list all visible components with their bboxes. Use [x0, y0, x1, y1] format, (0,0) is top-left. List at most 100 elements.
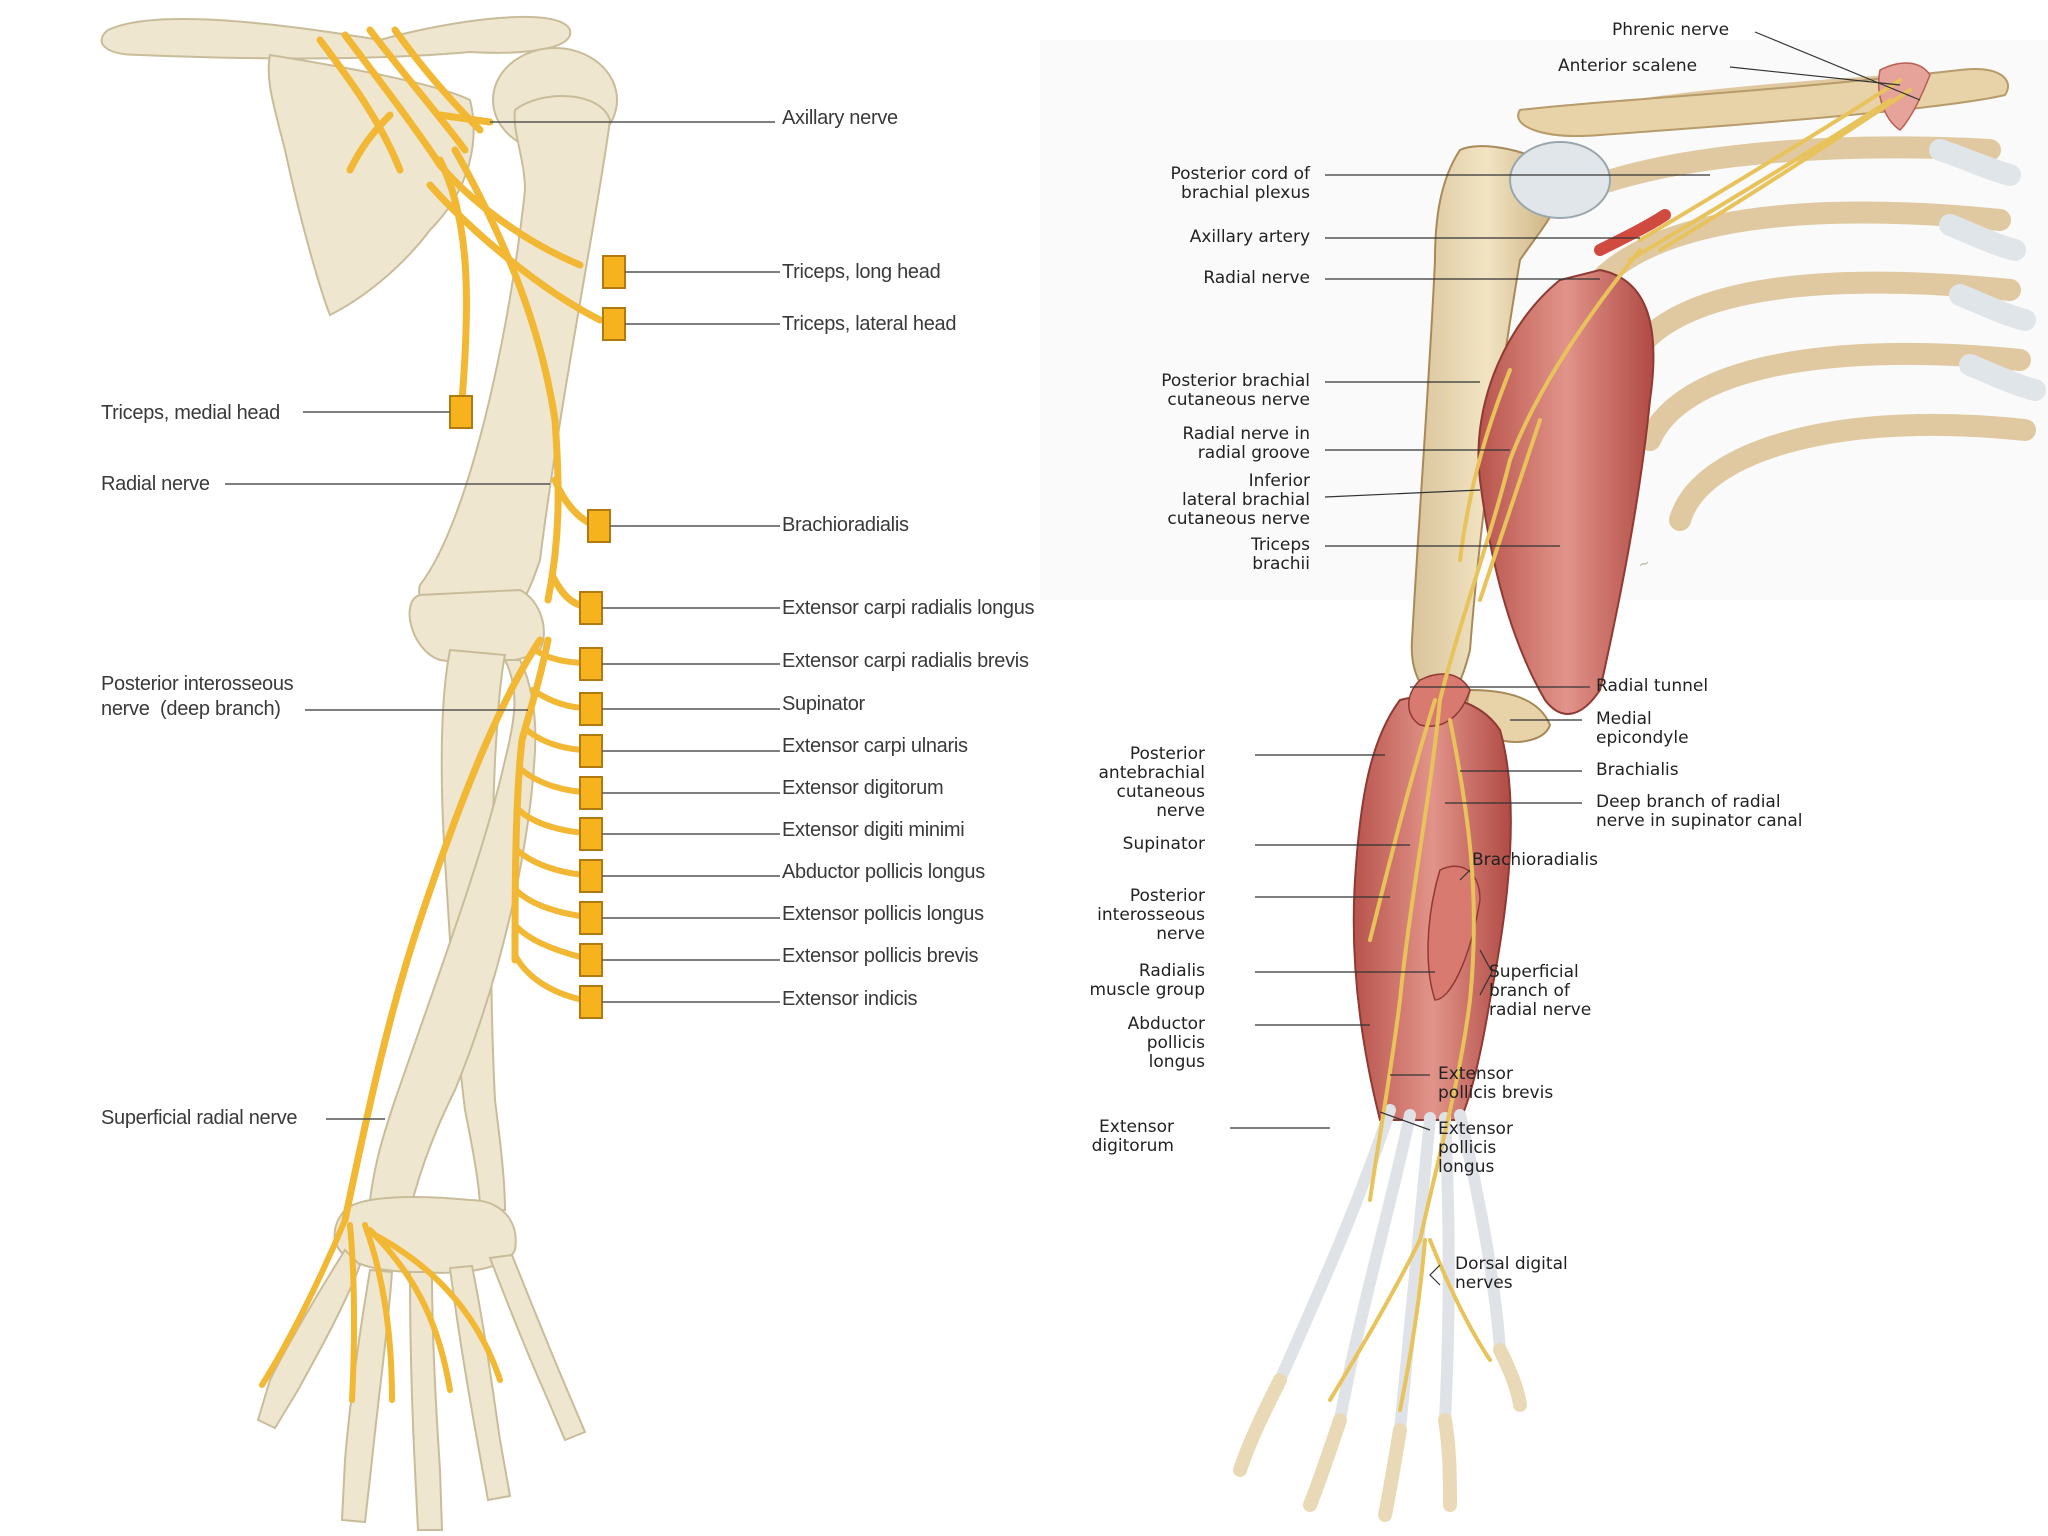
- label-triceps-lateral-head: Triceps, lateral head: [782, 313, 957, 335]
- label-triceps-long-head: Triceps, long head: [782, 261, 941, 283]
- thumb-bones: [256, 1248, 362, 1430]
- label-brachioradialis-right: Brachioradialis: [1472, 850, 1598, 870]
- cutaneous-branch: [1458, 368, 1512, 562]
- label-anterior-scalene: Anterior scalene: [1558, 56, 1698, 76]
- label-pacn: Posterior antebrachial cutaneous nerve: [1098, 744, 1206, 821]
- label-ei: Extensor indicis: [782, 988, 918, 1010]
- label-edm: Extensor digiti minimi: [782, 819, 965, 841]
- brachioradialis-box: [587, 509, 611, 543]
- label-medial-epicondyle: Medial epicondyle: [1596, 709, 1689, 748]
- little-finger-bones: [488, 1253, 587, 1442]
- ring-finger-bones: [448, 1264, 512, 1502]
- carpal-bones: [333, 1196, 517, 1274]
- leader-ilbcn: [1324, 489, 1481, 498]
- ei-branch: [512, 952, 591, 1004]
- cartilage: [1959, 354, 2046, 401]
- label-radial-nerve: Radial nerve: [101, 473, 210, 495]
- label-superficial-branch: Superficial branch of radial nerve: [1489, 962, 1592, 1020]
- triceps-medial-branch: [436, 156, 470, 404]
- posterior-interosseous-line: [511, 636, 552, 964]
- costal-cartilages: [1929, 139, 2046, 401]
- radial-nerve-trunk: [451, 146, 562, 604]
- triceps-muscle: [1477, 268, 1655, 715]
- triceps-long-box: [602, 255, 626, 289]
- label-epl: Extensor pollicis longus: [782, 903, 984, 925]
- finger: [1493, 1343, 1527, 1412]
- label-radialis-group: Radialis muscle group: [1089, 961, 1206, 1000]
- tendon: [1334, 1109, 1416, 1426]
- ecu-box: [579, 734, 603, 768]
- plexus-trunk: [346, 111, 394, 174]
- tendon: [1454, 1109, 1506, 1356]
- cartilage: [1949, 284, 2036, 331]
- cartilage: [1929, 139, 2021, 186]
- leader-ant-scalene: [1729, 66, 1901, 86]
- left-hand-bones: [256, 1248, 587, 1531]
- cutaneous-branch: [1478, 418, 1542, 602]
- plexus-cord: [316, 36, 404, 174]
- left-leader-lines: [225, 121, 780, 1120]
- label-supinator: Supinator: [782, 693, 865, 715]
- label-pin-right: Posterior interosseous nerve: [1097, 886, 1205, 944]
- apl-box: [579, 859, 603, 893]
- pin-course: [1368, 698, 1442, 1202]
- leader-superficial: [1479, 949, 1493, 996]
- triceps-medial-box: [449, 395, 473, 429]
- digital-branch-3: [367, 1227, 453, 1393]
- rib: [1589, 201, 2011, 291]
- triceps-lateral-box: [602, 307, 626, 341]
- label-radial-nerve-right: Radial nerve: [1203, 268, 1310, 288]
- axillary-nerve: [436, 111, 494, 126]
- label-superficial-radial-nerve: Superficial radial nerve: [101, 1107, 298, 1129]
- label-triceps-brachii: Triceps brachii: [1250, 535, 1310, 574]
- supinator-box: [579, 692, 603, 726]
- label-ed: Extensor digitorum: [782, 777, 944, 799]
- label-epb-right: Extensor pollicis brevis: [1438, 1064, 1554, 1103]
- rib: [1669, 413, 2036, 531]
- superficial-course: [1418, 718, 1476, 1242]
- rib: [1639, 342, 2031, 451]
- triceps-long-branch: [436, 161, 584, 269]
- artist-signature: ~: [1636, 555, 1652, 574]
- plexus-cord: [341, 31, 444, 169]
- label-ed-right: Extensor digitorum: [1091, 1117, 1174, 1156]
- tendon: [1439, 1112, 1455, 1426]
- leader-phrenic: [1754, 31, 1921, 101]
- finger: [1233, 1373, 1287, 1477]
- label-brachialis: Brachialis: [1596, 760, 1679, 780]
- label-apl: Abductor pollicis longus: [782, 861, 985, 883]
- axillary-artery-vessel: [1594, 209, 1671, 256]
- label-phrenic-nerve: Phrenic nerve: [1612, 20, 1730, 40]
- label-brachioradialis: Brachioradialis: [782, 514, 909, 536]
- clavicle-bone: [100, 15, 572, 60]
- left-bones: [100, 15, 618, 1274]
- superficial-radial-nerve-line: [341, 636, 544, 1224]
- brachial-plexus: [1638, 78, 1902, 242]
- left-nerves: [316, 26, 604, 1224]
- ecrb-box: [579, 647, 603, 681]
- leader-epl: [1379, 1111, 1431, 1131]
- left-schematic-illustration: [100, 15, 780, 1531]
- edm-box: [579, 817, 603, 851]
- label-ilbcn: Inferior lateral brachial cutaneous nerv…: [1167, 471, 1310, 529]
- epb-box: [579, 943, 603, 977]
- ecrl-box: [579, 591, 603, 625]
- ei-box: [579, 985, 603, 1019]
- finger: [1378, 1423, 1407, 1522]
- label-dorsal-digital: Dorsal digital nerves: [1455, 1254, 1568, 1293]
- right-finger-bones: [1233, 1343, 1527, 1522]
- pacn-course: [1368, 698, 1437, 942]
- apl-branch: [514, 847, 591, 878]
- brachial-plexus: [1658, 88, 1912, 252]
- label-pin-line-1: Posterior interosseous: [101, 673, 294, 695]
- label-radial-tunnel: Radial tunnel: [1596, 676, 1709, 696]
- digital-branch-2: [362, 1222, 395, 1403]
- label-supinator-right: Supinator: [1122, 834, 1205, 854]
- label-axillary-nerve: Axillary nerve: [782, 107, 898, 129]
- finger: [1438, 1413, 1457, 1512]
- scapula-bone: [267, 53, 475, 317]
- leader-brachioradialis: [1459, 869, 1471, 881]
- label-ecu: Extensor carpi ulnaris: [782, 735, 968, 757]
- right-anatomical-illustration: ~: [1040, 31, 2048, 1522]
